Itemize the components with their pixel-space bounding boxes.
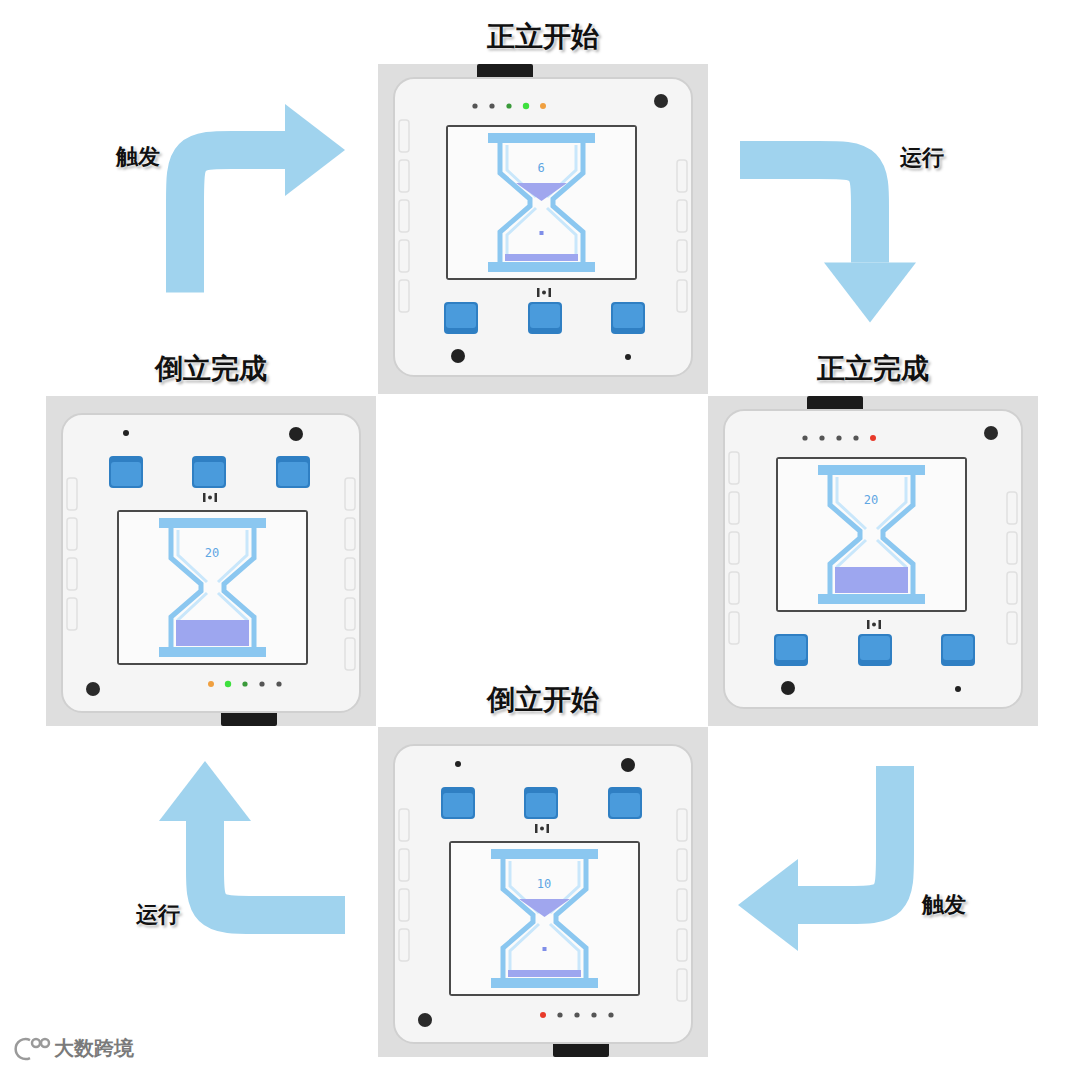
photo-inverted-start [378,727,708,1057]
photo-step: 正立完成 [708,352,1038,726]
arrow-shaft [740,160,870,262]
curved-arrow [738,766,895,951]
arrow-shaft [798,766,895,905]
step-title: 正立开始 [378,20,708,54]
watermark: 大数跨境 [54,1036,134,1060]
screen-number: 6 [537,162,544,175]
step-title: 倒立开始 [378,683,708,717]
edge-label: 运行 [900,145,944,171]
photo-upright-done [708,396,1038,726]
step-title: 正立完成 [708,352,1038,386]
photo-step: 倒立完成 [46,352,376,726]
arrow-shaft [205,821,345,915]
arrow-shaft [185,150,285,292]
photo-upright-start [378,64,708,394]
screen-number: 10 [537,878,551,891]
watermark-logo [16,1039,49,1059]
step-title: 倒立完成 [46,352,376,386]
curved-arrow [159,761,345,915]
edge-label: 触发 [922,892,966,918]
edge-label: 触发 [116,144,160,170]
arrow-head [738,859,798,951]
photo-step: 倒立开始 [378,683,708,1057]
screen-number: 20 [205,547,219,560]
curved-arrow [185,104,345,292]
arrow-head [285,104,345,196]
curved-arrow [740,160,916,322]
screen-number: 20 [864,494,878,507]
photo-inverted-done [46,396,376,726]
edge-label: 运行 [136,902,180,928]
arrow-head [824,262,916,322]
arrow-head [159,761,251,821]
photo-step: 正立开始 [378,20,708,394]
